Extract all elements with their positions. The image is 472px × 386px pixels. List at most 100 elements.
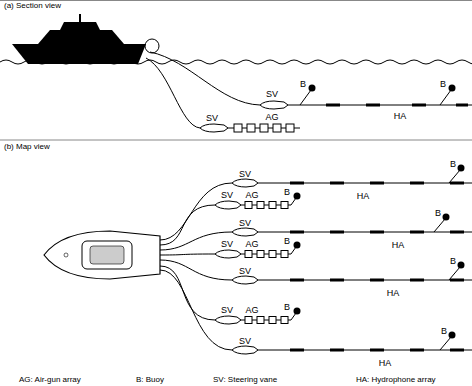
air-gun xyxy=(257,202,264,209)
hydrophone xyxy=(330,349,344,352)
steering-vane xyxy=(232,228,258,236)
air-gun xyxy=(281,251,288,258)
buoy xyxy=(294,193,301,200)
hydrophone xyxy=(330,231,344,234)
streamer xyxy=(258,232,472,233)
steering-vane xyxy=(215,316,241,324)
buoy-label: B xyxy=(449,159,457,169)
buoy xyxy=(458,165,465,172)
legend-text: B: Buoy xyxy=(135,375,165,385)
buoy-line xyxy=(291,247,296,254)
steering-vane xyxy=(200,124,228,132)
hydrophone xyxy=(370,349,384,352)
gun-label: AG xyxy=(244,305,259,315)
air-gun xyxy=(245,251,252,258)
steering-vane xyxy=(215,250,241,258)
buoy-line xyxy=(291,198,296,205)
buoy xyxy=(294,242,301,249)
hydrophone xyxy=(370,231,384,234)
tow-cable xyxy=(146,58,200,128)
air-gun xyxy=(257,251,264,258)
vane-label: SV xyxy=(220,190,234,200)
buoy xyxy=(309,85,316,92)
buoy-line xyxy=(300,90,311,105)
tow-cable xyxy=(160,266,215,320)
buoy xyxy=(449,332,456,339)
steering-vane xyxy=(232,179,258,187)
vane-label: SV xyxy=(238,336,252,346)
streamer xyxy=(258,280,472,281)
panel-title: (a) Section view xyxy=(3,1,62,11)
hydrophone xyxy=(450,279,464,282)
array-label: HA xyxy=(386,288,401,298)
buoy-label: B xyxy=(439,79,447,89)
frame-line xyxy=(0,140,472,141)
buoy-line xyxy=(440,337,451,350)
buoy-label: B xyxy=(440,326,448,336)
hydrophone xyxy=(370,279,384,282)
legend-text: HA: Hydrophone array xyxy=(355,375,437,385)
hydrophone xyxy=(450,231,464,234)
air-gun xyxy=(245,317,252,324)
array-label: HA xyxy=(356,191,371,201)
air-gun xyxy=(269,251,276,258)
hydrophone xyxy=(290,279,304,282)
air-gun xyxy=(281,317,288,324)
buoy xyxy=(458,262,465,269)
air-gun xyxy=(257,317,264,324)
vane-label: SV xyxy=(238,169,252,179)
buoy-label: B xyxy=(283,302,291,312)
hydrophone xyxy=(410,231,424,234)
vane-label: SV xyxy=(205,113,219,123)
hydrophone xyxy=(370,182,384,185)
vane-label: SV xyxy=(220,239,234,249)
buoy-label: B xyxy=(299,79,307,89)
air-gun xyxy=(281,202,288,209)
hydrophone xyxy=(290,182,304,185)
gun-label: AG xyxy=(264,112,279,122)
hydrophone xyxy=(450,349,464,352)
air-gun-array xyxy=(234,124,294,132)
steering-vane xyxy=(215,201,241,209)
hydrophone-array xyxy=(326,104,468,107)
air-gun xyxy=(269,202,276,209)
buoy xyxy=(449,85,456,92)
steering-vane xyxy=(260,101,288,109)
panel-title: (b) Map view xyxy=(3,142,51,152)
vane-label: SV xyxy=(220,305,234,315)
steering-vane xyxy=(232,346,258,354)
steering-vane xyxy=(232,276,258,284)
tow-cable xyxy=(160,260,232,280)
hydrophone xyxy=(410,349,424,352)
hydrophone xyxy=(410,182,424,185)
buoy-line xyxy=(449,267,460,280)
buoy-label: B xyxy=(283,187,291,197)
streamer xyxy=(258,183,472,184)
buoy-line xyxy=(440,90,451,105)
vessel-silhouette xyxy=(12,14,159,64)
legend-text: SV: Steering vane xyxy=(212,375,278,385)
buoy xyxy=(443,214,450,221)
frame-line xyxy=(0,0,472,1)
hydrophone xyxy=(290,349,304,352)
hydrophone xyxy=(330,182,344,185)
buoy-line xyxy=(449,170,460,183)
buoy-line xyxy=(291,313,296,320)
buoy-label: B xyxy=(449,256,457,266)
tow-cable xyxy=(160,254,215,255)
vessel-plan xyxy=(44,231,160,279)
vane-label: SV xyxy=(265,89,279,99)
buoy-label: B xyxy=(283,236,291,246)
gun-label: AG xyxy=(244,190,259,200)
hydrophone xyxy=(410,279,424,282)
hydrophone xyxy=(450,182,464,185)
tow-cable xyxy=(160,205,215,245)
streamer xyxy=(288,105,472,106)
buoy xyxy=(294,308,301,315)
gun-label: AG xyxy=(244,239,259,249)
legend-text: AG: Air-gun array xyxy=(18,375,82,385)
vane-label: SV xyxy=(238,218,252,228)
air-gun xyxy=(269,317,276,324)
hydrophone xyxy=(290,231,304,234)
